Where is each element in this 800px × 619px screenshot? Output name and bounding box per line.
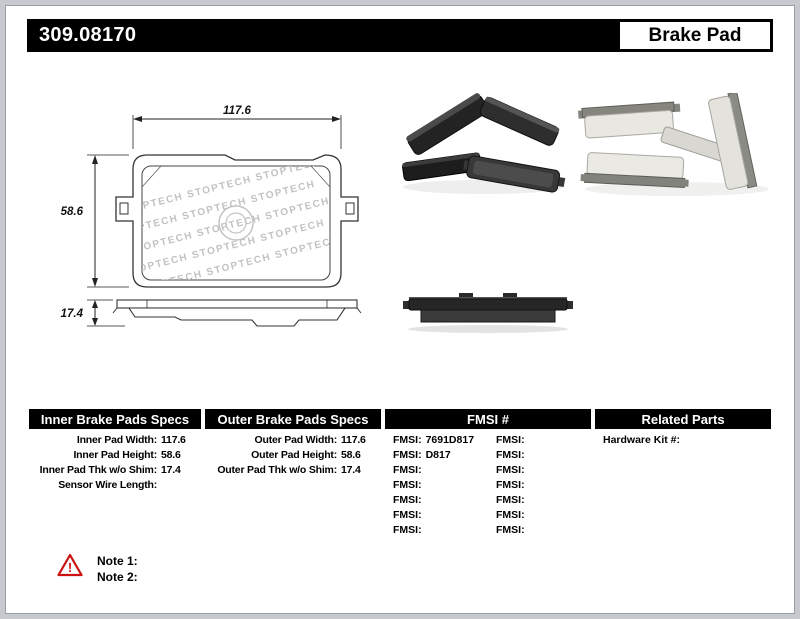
spec-label: Outer Pad Thk w/o Shim:: [217, 464, 337, 476]
stoptech-logo-circle: [218, 205, 254, 241]
spec-value: 117.6: [161, 434, 186, 446]
profile-friction: [420, 309, 556, 323]
table-row: FMSI:7691D817 FMSI:: [385, 433, 591, 448]
outer-specs-column: Outer Brake Pads Specs Outer Pad Width: …: [205, 409, 381, 538]
ceramic-pad-4: [580, 152, 689, 189]
table-row: FMSI: FMSI:: [385, 523, 591, 538]
table-row: Outer Pad Thk w/o Shim: 17.4: [205, 463, 381, 478]
spec-value: 17.4: [341, 464, 361, 476]
fmsi-label: FMSI:: [393, 464, 422, 476]
dark-pad-1: [406, 93, 489, 155]
specs-table: Inner Brake Pads Specs Inner Pad Width: …: [29, 409, 771, 538]
spec-label: Inner Pad Width:: [76, 434, 157, 446]
product-name: Brake Pad: [648, 24, 742, 46]
side-view-backing: [116, 299, 358, 309]
table-row: FMSI: FMSI:: [385, 508, 591, 523]
related-parts-header: Related Parts: [595, 409, 771, 429]
table-row: Inner Pad Width: 117.6: [29, 433, 201, 448]
friction-material-outline: [141, 165, 331, 281]
spec-value: [157, 478, 201, 493]
fmsi-label: FMSI:: [496, 509, 525, 521]
table-row: FMSI: FMSI:: [385, 493, 591, 508]
fmsi-label: FMSI:: [496, 434, 525, 446]
profile-clip-2: [503, 293, 517, 300]
dark-pad-3: [402, 152, 482, 182]
dark-pad-2: [479, 96, 560, 146]
note-lines: Note 1: Note 2:: [97, 553, 138, 584]
fmsi-label: FMSI:: [496, 464, 525, 476]
related-label: Hardware Kit #:: [603, 434, 681, 446]
table-row: Outer Pad Height: 58.6: [205, 448, 381, 463]
table-row: Hardware Kit #:: [595, 433, 771, 448]
fmsi-header: FMSI #: [385, 409, 591, 429]
side-view-friction: [127, 307, 347, 327]
fmsi-label: FMSI:: [393, 449, 422, 461]
inner-specs-header: Inner Brake Pads Specs: [29, 409, 201, 429]
svg-text:!: !: [68, 560, 72, 575]
table-row: FMSI:D817 FMSI:: [385, 448, 591, 463]
inner-specs-column: Inner Brake Pads Specs Inner Pad Width: …: [29, 409, 201, 538]
table-row: Outer Pad Width: 117.6: [205, 433, 381, 448]
ceramic-pad-1: [578, 101, 681, 139]
outer-specs-header: Outer Brake Pads Specs: [205, 409, 381, 429]
spec-label: Sensor Wire Length:: [58, 479, 157, 491]
note-2: Note 2:: [97, 570, 138, 584]
ceramic-pad-3: [708, 93, 758, 190]
right-tab-hole: [345, 202, 355, 215]
fmsi-label: FMSI:: [393, 509, 422, 521]
table-row: Inner Pad Height: 58.6: [29, 448, 201, 463]
table-row: Inner Pad Thk w/o Shim: 17.4: [29, 463, 201, 478]
dark-pad-4: [463, 155, 566, 193]
warning-triangle-icon: !: [57, 553, 83, 577]
fmsi-label: FMSI:: [393, 494, 422, 506]
profile-clip-1: [459, 293, 473, 300]
brake-pad-profile-photo: [403, 293, 573, 333]
spec-label: Outer Pad Width:: [254, 434, 338, 446]
fmsi-label: FMSI:: [393, 434, 422, 446]
fmsi-value: 7691D817: [425, 434, 475, 446]
spec-value: 17.4: [161, 464, 181, 476]
spec-label: Inner Pad Height:: [73, 449, 157, 461]
thickness-dimension-label: 17.4: [61, 308, 84, 320]
fmsi-label: FMSI:: [393, 524, 422, 536]
spec-value: 58.6: [341, 449, 361, 461]
notes-section: ! Note 1: Note 2:: [57, 553, 138, 584]
table-row: Sensor Wire Length:: [29, 478, 201, 493]
fmsi-label: FMSI:: [496, 524, 525, 536]
spec-value: 58.6: [161, 449, 181, 461]
note-1: Note 1:: [97, 554, 138, 568]
brake-pads-photo-ceramic: [578, 93, 769, 196]
brake-pads-photo-dark: [402, 93, 566, 194]
fmsi-label: FMSI:: [496, 479, 525, 491]
table-row: FMSI: FMSI:: [385, 463, 591, 478]
technical-drawing: 117.6 58.6 STOPTECH STOPTECH STOPTECH ST…: [61, 105, 362, 327]
fmsi-label: FMSI:: [393, 479, 422, 491]
spec-label: Outer Pad Height:: [251, 449, 337, 461]
profile-backing: [408, 298, 568, 311]
header-bar: 309.08170 Brake Pad: [27, 19, 773, 52]
product-name-box: Brake Pad: [619, 21, 771, 50]
fmsi-label: FMSI:: [496, 494, 525, 506]
fmsi-value: D817: [425, 449, 451, 461]
fmsi-label: FMSI:: [496, 449, 525, 461]
related-parts-column: Related Parts Hardware Kit #:: [595, 409, 771, 538]
table-row: FMSI: FMSI:: [385, 478, 591, 493]
fmsi-column: FMSI # FMSI:7691D817 FMSI: FMSI:D817 FMS…: [385, 409, 591, 538]
spec-value: 117.6: [341, 434, 366, 446]
height-dimension-label: 58.6: [61, 206, 84, 218]
left-tab-hole: [119, 202, 129, 215]
part-number: 309.08170: [39, 24, 137, 46]
width-dimension-label: 117.6: [223, 105, 252, 117]
spec-label: Inner Pad Thk w/o Shim:: [39, 464, 158, 476]
